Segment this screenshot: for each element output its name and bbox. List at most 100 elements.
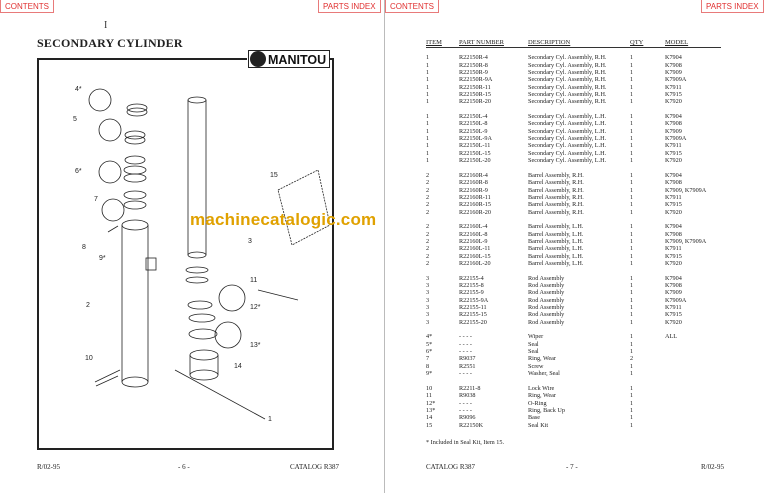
cell-model: K7911 [665,142,682,150]
cell-part-number: R22155-15 [459,311,487,319]
cell-item: 3 [426,296,430,304]
cell-description: Barrel Assembly, L.H. [528,237,584,245]
cell-part-number: R22155-9 [459,289,484,297]
cell-model: K7908 [665,179,682,187]
cell-item: 8 [426,362,430,370]
cell-part-number: R22150R-8 [459,61,488,69]
group-spacer [426,267,721,274]
logo-emblem-icon [250,51,266,67]
cell-part-number: R22150R-9A [459,76,493,84]
cell-description: Barrel Assembly, L.H. [528,252,584,260]
contents-button[interactable]: CONTENTS [385,0,439,13]
callout-6: 6* [75,168,82,175]
cell-model: K7911 [665,193,682,201]
cell-model: K7920 [665,157,682,165]
page-title: SECONDARY CYLINDER [37,36,183,50]
footer-revision: R/02-95 [701,463,724,471]
cell-description: Barrel Assembly, R.H. [528,171,584,179]
cell-item: 3 [426,274,430,282]
cell-part-number: R22150R-9 [459,69,488,77]
cell-qty: 1 [630,252,634,260]
cell-description: Secondary Cyl. Assembly, L.H. [528,127,607,135]
footer-page-number: - 6 - [178,463,190,471]
cell-qty: 1 [630,370,634,378]
cell-part-number: R9037 [459,355,476,363]
cell-item: 2 [426,179,430,187]
cell-item: 1 [426,54,430,62]
callout-8: 8 [82,244,86,251]
header-part-number: PART NUMBER [459,39,504,46]
cell-part-number: R22150L-8 [459,120,488,128]
cell-model: K7908 [665,61,682,69]
cell-item: 1 [426,120,430,128]
group-spacer [426,47,721,54]
cell-description: Seal [528,348,539,356]
frame-line [37,58,247,60]
cell-description: Secondary Cyl. Assembly, R.H. [528,91,607,99]
cell-part-number: R22150L-11 [459,142,491,150]
cell-part-number: R22155-9A [459,296,489,304]
cell-description: Ring, Back Up [528,406,565,414]
logo-wordmark: MANITOU [268,53,326,66]
cell-item: 2 [426,208,430,216]
cell-item: 11 [426,392,432,400]
cell-model: K7904 [665,113,682,121]
left-page: CONTENTS PARTS INDEX I SECONDARY CYLINDE… [0,0,381,471]
cell-qty: 1 [630,135,634,143]
cell-model [665,422,721,429]
cell-model: K7904 [665,223,682,231]
cell-qty: 1 [630,362,634,370]
cell-qty: 1 [630,201,634,209]
cell-item: 5* [426,340,433,348]
cell-description: Secondary Cyl. Assembly, R.H. [528,54,607,62]
cell-item: 1 [426,98,430,106]
cell-model [665,414,721,421]
cell-description: Barrel Assembly, L.H. [528,245,584,253]
cell-part-number: R22160R-20 [459,208,491,216]
cell-model: K7915 [665,91,682,99]
cell-description: Secondary Cyl. Assembly, R.H. [528,61,607,69]
cell-part-number: R9096 [459,414,476,422]
parts-index-button[interactable]: PARTS INDEX [701,0,764,13]
cell-model: K7909 [665,127,682,135]
cell-qty: 2 [630,355,634,363]
cell-model [665,400,721,407]
cell-part-number: - - - - [459,399,472,407]
cell-item: 3 [426,304,430,312]
cell-qty: 1 [630,311,634,319]
cell-qty: 1 [630,318,634,326]
contents-button[interactable]: CONTENTS [0,0,54,13]
cell-qty: 1 [630,171,634,179]
cell-description: Secondary Cyl. Assembly, R.H. [528,98,607,106]
cell-item: 2 [426,223,430,231]
cell-model: K7909, K7909A [665,237,707,245]
cell-model [665,355,721,362]
cell-item: 1 [426,69,430,77]
cell-qty: 1 [630,304,634,312]
cell-part-number: - - - - [459,348,472,356]
cell-item: 3 [426,311,430,319]
parts-index-button[interactable]: PARTS INDEX [318,0,381,13]
cell-description: Secondary Cyl. Assembly, L.H. [528,113,607,121]
cell-model: K7904 [665,274,682,282]
cell-description: Seal Kit [528,421,549,429]
footer-catalog: CATALOG R387 [426,463,476,471]
cell-description: Barrel Assembly, R.H. [528,201,584,209]
cell-part-number: R22150L-20 [459,157,491,165]
cell-qty: 1 [630,289,634,297]
cell-model: K7908 [665,230,682,238]
